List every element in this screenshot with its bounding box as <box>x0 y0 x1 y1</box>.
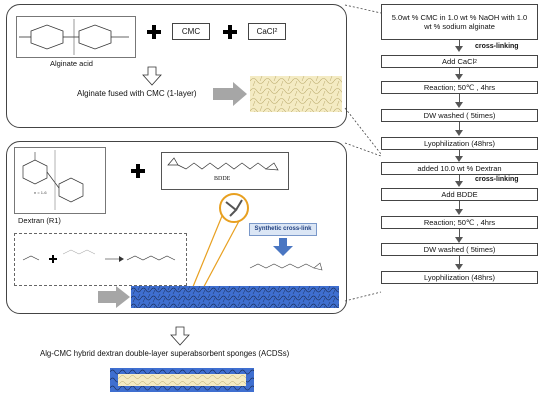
gray-right-arrow-icon <box>213 82 247 106</box>
flow-connector <box>459 256 460 264</box>
flow-arrow <box>455 237 463 243</box>
flow-connector <box>459 68 460 74</box>
final-double-layer <box>110 368 254 392</box>
dextran-structure <box>14 147 106 214</box>
dextran-rings <box>22 150 84 210</box>
crosslink-label-1: cross-linking <box>475 43 519 50</box>
dextran-annot-1: n = 1-6 <box>34 190 47 195</box>
flow-arrow <box>455 130 463 136</box>
flow-step-5: Lyophilization (48hrs) <box>381 137 538 150</box>
flow-arrow <box>455 181 463 187</box>
final-product-label: Alg-CMC hybrid dextran double-layer supe… <box>40 349 290 358</box>
synthetic-crosslink-label: Synthetic cross-link <box>249 223 317 236</box>
alginate-structure <box>16 16 136 58</box>
alginate-cmc-result-label: Alginate fused with CMC (1-layer) <box>77 89 197 98</box>
reaction-scheme-drawing <box>22 249 176 263</box>
alginate-cmc-layer <box>250 76 342 112</box>
crosslink-label-2: cross-linking <box>475 176 519 183</box>
hollow-down-arrow-icon <box>142 66 162 86</box>
dextran-label: Dextran (R1) <box>18 216 61 225</box>
flow-arrow <box>455 209 463 215</box>
bdde-label: BDDE <box>214 176 231 182</box>
cacl2-text: CaCl <box>256 26 275 36</box>
dextran-layer <box>131 286 339 308</box>
flow-arrow <box>455 74 463 80</box>
plus-icon <box>131 164 145 178</box>
flow-step-6: added 10.0 wt % Dextran <box>381 162 538 175</box>
alginate-rings <box>19 19 129 55</box>
cacl2-sub: 2 <box>274 28 278 35</box>
flow-connector <box>459 150 460 156</box>
gray-right-arrow-icon <box>98 286 130 308</box>
blue-down-arrow-icon <box>273 238 293 256</box>
flow-connector <box>459 122 460 130</box>
flow-step-1: 5.0wt % CMC in 1.0 wt % NaOH with 1.0 wt… <box>381 4 538 40</box>
flow-connector <box>459 201 460 209</box>
flow-step-8: Reaction; 50℃ , 4hrs <box>381 216 538 229</box>
flow-connector <box>459 229 460 237</box>
bdde-molecule <box>167 157 279 171</box>
flow-step-7: Add BDDE <box>381 188 538 201</box>
flow-step-9: DW washed ( 5times) <box>381 243 538 256</box>
flow-arrow <box>455 156 463 162</box>
flow-arrow <box>455 102 463 108</box>
flow-step-10: Lyophilization (48hrs) <box>381 271 538 284</box>
plus-icon <box>147 25 161 39</box>
reaction-scheme <box>14 233 187 286</box>
flow-connector <box>459 40 460 46</box>
plus-icon <box>223 25 237 39</box>
flow-connector <box>459 175 460 181</box>
hollow-down-arrow-icon <box>170 326 190 346</box>
zoom-highlight <box>183 193 249 301</box>
flow-arrow <box>455 46 463 52</box>
cmc-box: CMC <box>172 23 210 40</box>
bdde-structure: BDDE <box>161 152 289 190</box>
flow-arrow <box>455 264 463 270</box>
flow-connector <box>459 94 460 102</box>
flow-step-4: DW washed ( 5times) <box>381 109 538 122</box>
add-cacl2-text: Add CaCl <box>442 57 475 66</box>
alginate-label: Alginate acid <box>50 59 93 68</box>
flow-step-3: Reaction; 50℃ , 4hrs <box>381 81 538 94</box>
crosslink-product <box>249 262 323 271</box>
add-cacl2-sub: 2 <box>474 58 477 65</box>
